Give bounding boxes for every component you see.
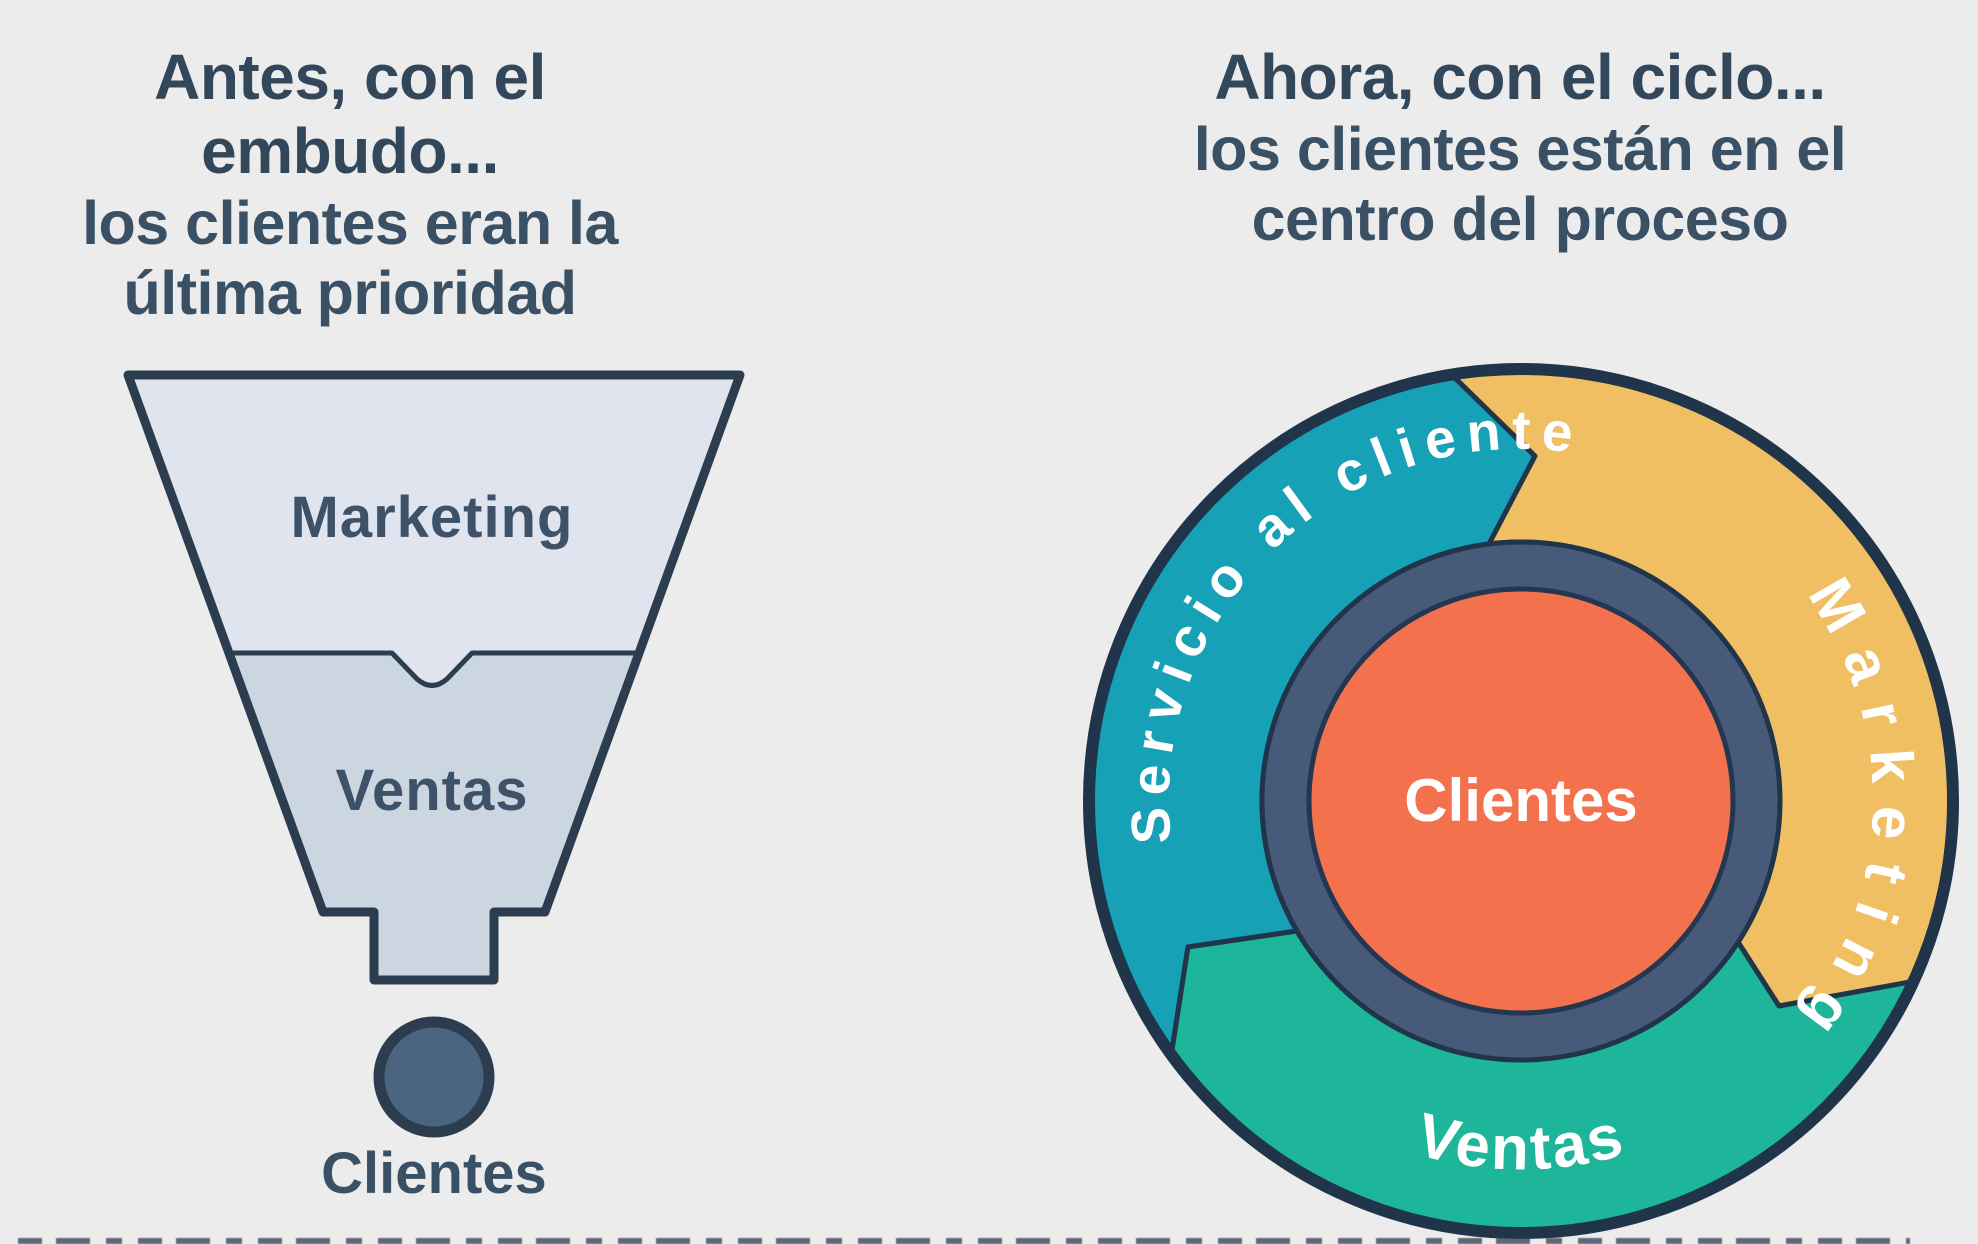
left-title: Antes, con el embudo... — [154, 41, 546, 187]
left-subtitle-line1: los clientes eran la — [82, 189, 618, 257]
funnel-stage1-label: Marketing — [291, 485, 574, 550]
funnel-divider-line — [226, 650, 642, 688]
left-subtitle-line2: última prioridad — [123, 259, 577, 327]
cropped-text-artifact — [18, 1238, 1910, 1244]
flywheel-outer-outline — [1083, 363, 1959, 1239]
left-heading-block: Antes, con el embudo... los clientes era… — [0, 40, 700, 328]
right-subtitle-line1: los clientes están en el — [1193, 115, 1847, 183]
funnel-stage2-label: Ventas — [336, 758, 529, 823]
funnel-outline — [123, 370, 745, 985]
flywheel-diagram: Servicio al cliente Marketing Ventas Cli… — [1083, 363, 1959, 1239]
right-heading-block: Ahora, con el ciclo... los clientes está… — [1040, 40, 1978, 254]
funnel-outcome-label: Clientes — [321, 1141, 547, 1206]
right-title: Ahora, con el ciclo... — [1214, 41, 1826, 113]
flywheel-center-label: Clientes — [1404, 767, 1637, 834]
funnel-section-marketing — [128, 375, 740, 686]
funnel-diagram: Marketing Ventas Clientes — [123, 370, 745, 1206]
flywheel-center-circle — [1306, 586, 1736, 1016]
right-subtitle-line2: centro del proceso — [1251, 185, 1789, 253]
funnel-drop-circle — [373, 1016, 495, 1138]
